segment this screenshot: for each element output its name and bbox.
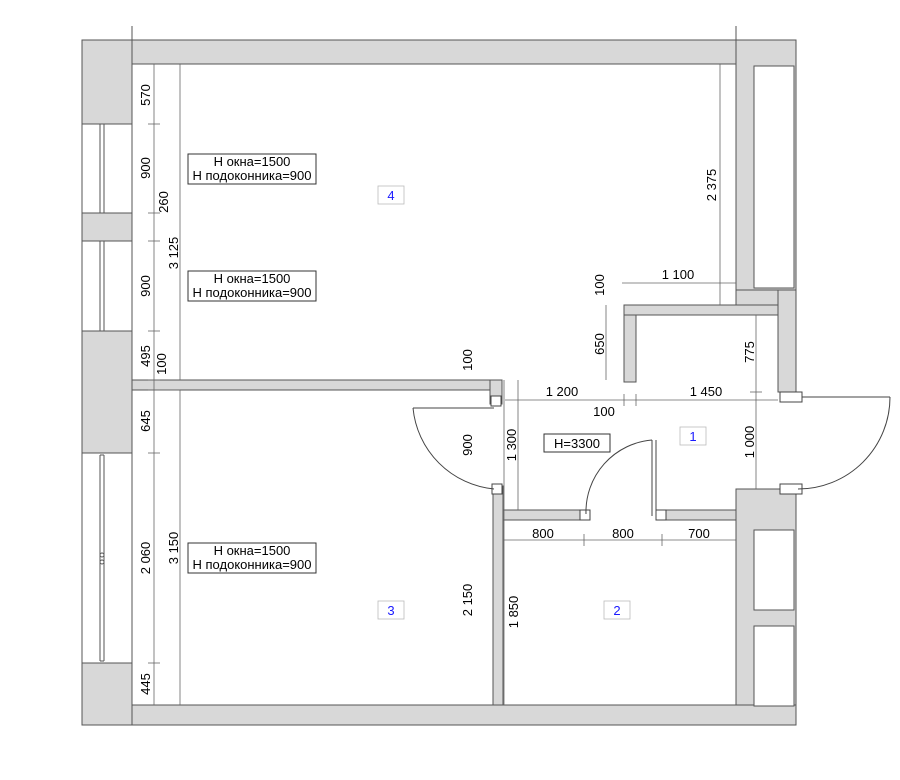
door-arc-room2: [585, 439, 653, 515]
wall-left-top: [81, 39, 133, 125]
note-box-2: [187, 270, 317, 302]
dim-left-2060: 2 060: [138, 542, 153, 575]
dim-left-3125: 3 125: [166, 237, 181, 270]
dim-h-100: 100: [593, 404, 615, 419]
dim-c-900: 900: [460, 434, 475, 456]
wall-niche-vertical: [623, 304, 637, 383]
room-number-2: 2: [613, 603, 620, 618]
dim-h-1200: 1 200: [546, 384, 579, 399]
door-jamb-room2-right: [655, 509, 667, 521]
wall-left-pier1: [81, 212, 133, 242]
walls: [81, 39, 797, 726]
wall-left-pier2: [81, 330, 133, 454]
doors: [412, 391, 891, 521]
room-number-3: 3: [387, 603, 394, 618]
note-2-window-height: H окна=1500: [214, 271, 291, 286]
dim-r-1000: 1 000: [742, 426, 757, 459]
note-2-sill-height: H подоконника=900: [193, 285, 312, 300]
right-window-top: [753, 65, 795, 289]
door-leaf-room4: [490, 395, 502, 407]
dimension-lines: [148, 64, 778, 705]
note-box-3: [187, 542, 317, 574]
ceiling-height: H=3300: [554, 436, 600, 451]
frame-lines: [82, 26, 796, 726]
right-window-mid: [753, 529, 795, 611]
dim-left-570: 570: [138, 84, 153, 106]
door-jamb-room2-left: [579, 509, 591, 521]
dim-left-900a: 900: [138, 157, 153, 179]
window-notes: H окна=1500 H подоконника=900 H окна=150…: [187, 153, 611, 574]
dim-r-775: 775: [742, 341, 757, 363]
wall-partition-4-3: [131, 379, 501, 391]
dim-r-2375: 2 375: [704, 169, 719, 202]
wall-niche-right: [735, 289, 779, 306]
wall-top: [131, 39, 797, 65]
note-1-window-height: H окна=1500: [214, 154, 291, 169]
dim-h-800b: 800: [612, 526, 634, 541]
dim-c-2150: 2 150: [460, 584, 475, 617]
dim-left-260: 260: [156, 191, 171, 213]
dim-c-1850: 1 850: [506, 596, 521, 629]
room-number-1: 1: [689, 429, 696, 444]
dim-h-800a: 800: [532, 526, 554, 541]
right-openings: [753, 65, 795, 707]
dim-h-700: 700: [688, 526, 710, 541]
room-number-4: 4: [387, 188, 394, 203]
dim-left-3150: 3 150: [166, 532, 181, 565]
wall-room2-top-right: [659, 509, 737, 521]
wall-left-bottom: [81, 662, 133, 726]
ceiling-height-box: [543, 433, 611, 453]
dim-r-650: 650: [592, 333, 607, 355]
dim-left-445: 445: [138, 673, 153, 695]
dim-c-100-top: 100: [460, 349, 475, 371]
window-1: [81, 123, 133, 214]
wall-partition-3-2: [492, 485, 504, 706]
dim-left-495: 495: [138, 345, 153, 367]
door-arc-room3: [412, 407, 495, 490]
dim-left-900b: 900: [138, 275, 153, 297]
windows: [81, 123, 133, 664]
dimension-labels: 570 900 260 900 495 100 3 125 645 2 060 …: [138, 84, 757, 695]
note-1-sill-height: H подоконника=900: [193, 168, 312, 183]
window-2: [81, 240, 133, 332]
door-leaf-entry-top: [779, 391, 803, 403]
dim-c-1300: 1 300: [504, 429, 519, 462]
note-3-window-height: H окна=1500: [214, 543, 291, 558]
wall-room2-top-left: [502, 509, 586, 521]
room-numbers: 4 1 3 2: [377, 185, 707, 620]
note-3-sill-height: H подоконника=900: [193, 557, 312, 572]
dim-h-1450: 1 450: [690, 384, 723, 399]
right-window-bottom: [753, 625, 795, 707]
note-box-1: [187, 153, 317, 185]
door-arc-entry: [797, 396, 891, 490]
wall-niche-horizontal: [623, 304, 779, 316]
dim-left-645: 645: [138, 410, 153, 432]
dim-r-100: 100: [592, 274, 607, 296]
wall-bottom: [131, 704, 797, 726]
dim-left-100: 100: [154, 353, 169, 375]
window-3: [81, 452, 133, 664]
wall-right-mid: [777, 289, 797, 393]
dim-r-1100: 1 100: [662, 267, 695, 282]
